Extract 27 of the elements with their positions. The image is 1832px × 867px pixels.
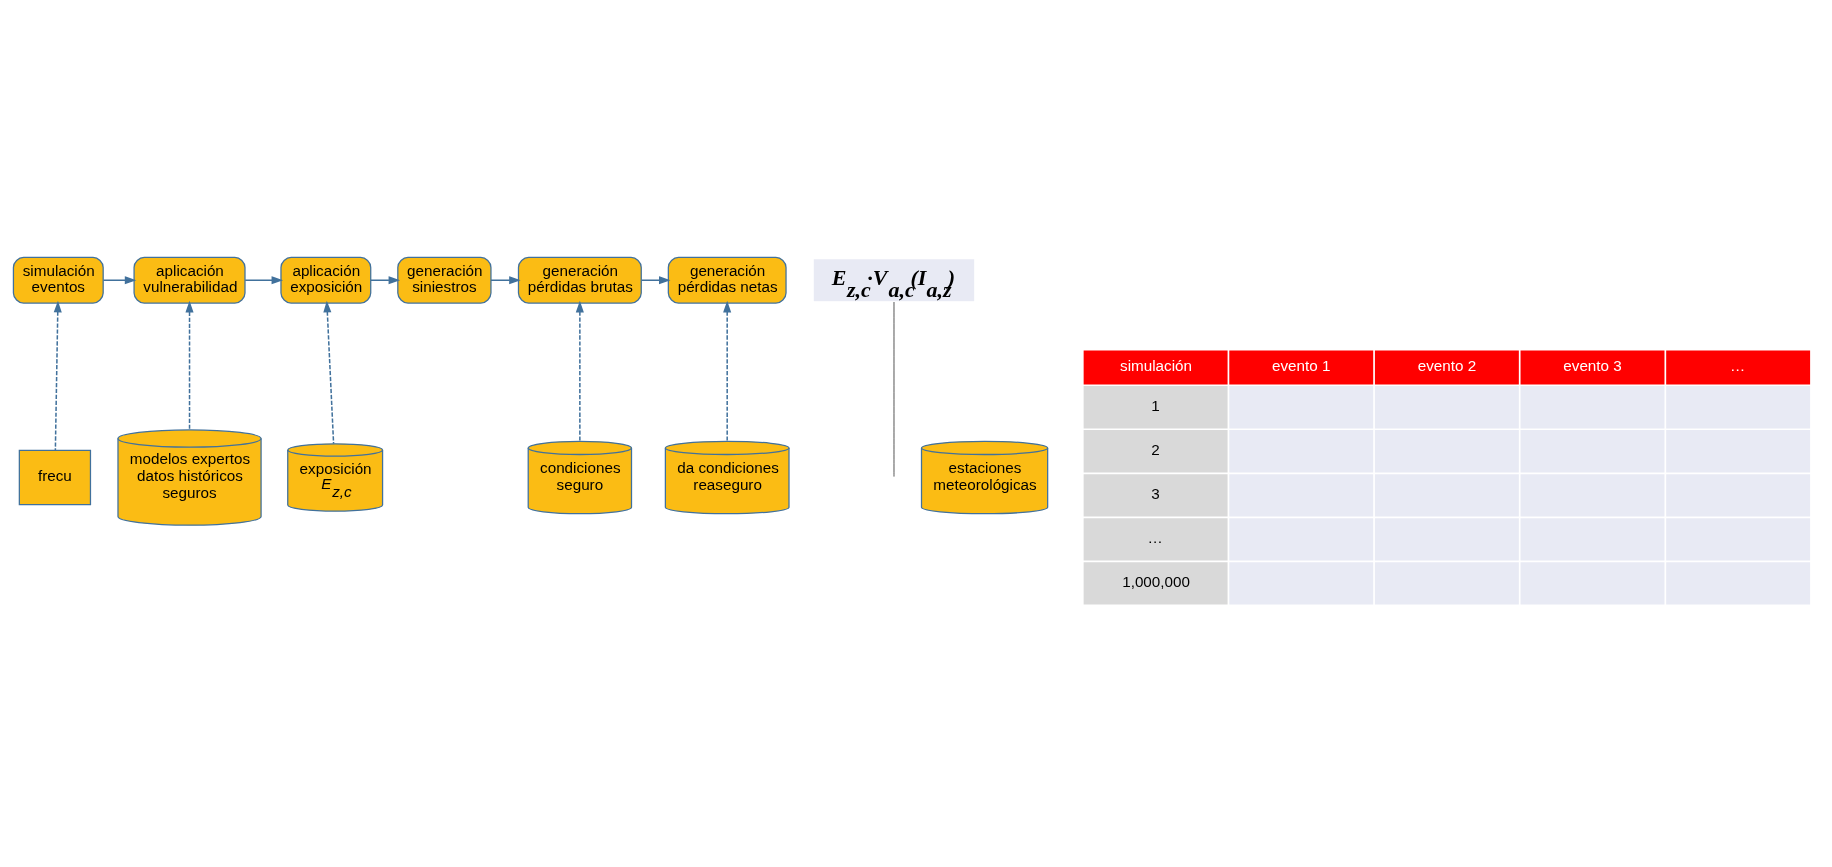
label: simulación (1120, 357, 1193, 375)
label: evento 2 (1417, 357, 1477, 375)
arrow (575, 300, 584, 442)
label: 3 (1151, 485, 1160, 503)
label: … (1730, 357, 1746, 375)
node-box: aplicación exposición (280, 256, 372, 304)
node-box: generación pérdidas brutas (517, 256, 642, 304)
node-box: generación siniestros (397, 256, 492, 304)
label: 2 (1151, 441, 1160, 459)
arrow (323, 300, 335, 445)
node-box: simulación eventos (12, 256, 104, 304)
label: … (1147, 529, 1163, 547)
label: evento 3 (1563, 357, 1622, 375)
label: 1,000,000 (1122, 573, 1190, 591)
arrow (490, 276, 521, 285)
arrow (53, 300, 62, 452)
arrow (185, 300, 194, 431)
node-box: generación pérdidas netas (667, 256, 787, 304)
node-box: frecu (18, 449, 92, 506)
arrow (370, 276, 401, 285)
label: evento 1 (1272, 357, 1331, 375)
node-box: aplicación vulnerabilidad (133, 256, 246, 304)
arrow (244, 276, 284, 285)
label: 1 (1151, 396, 1160, 414)
arrow (640, 276, 671, 285)
arrow (102, 276, 137, 285)
arrow (723, 300, 732, 442)
